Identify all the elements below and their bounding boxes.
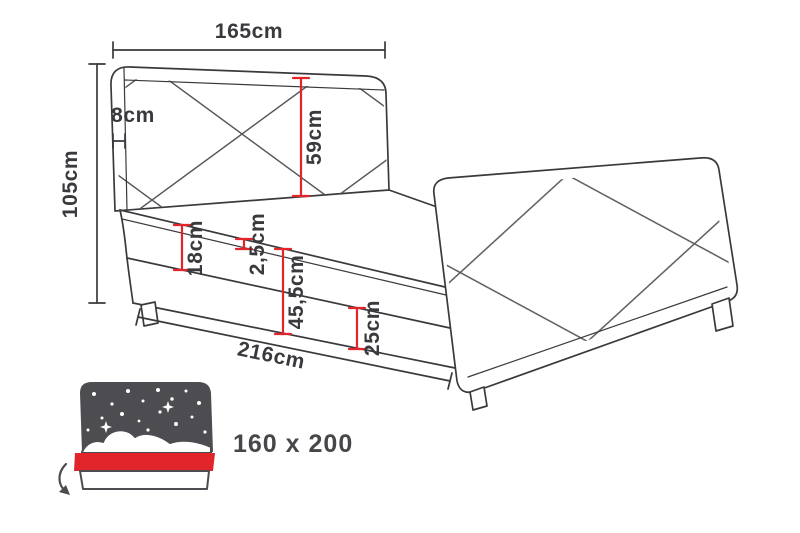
headboard — [110, 66, 390, 212]
footboard-bottom-rail — [467, 286, 728, 378]
dimension-length-tick-right — [447, 372, 453, 390]
dim-length-label: 216cm — [235, 337, 307, 373]
dimension-width — [112, 41, 386, 59]
dim-topper-label: 2,5cm — [246, 213, 269, 276]
black-dimensions — [88, 41, 453, 390]
footboard-right-leg — [711, 297, 734, 332]
dim-base-label: 25cm — [361, 300, 384, 356]
dimension-headboard-panel — [291, 76, 311, 198]
bed-size-label: 160 x 200 — [233, 430, 353, 458]
headboard-frame-top-line — [124, 79, 385, 91]
footboard-left-leg — [469, 386, 488, 411]
icon-star-field — [86, 388, 207, 434]
dimension-topper — [234, 237, 254, 251]
left-leg — [140, 301, 159, 327]
red-dimensions — [172, 76, 367, 351]
dim-side-total-label: 45,5cm — [285, 255, 308, 330]
icon-mattress-red — [74, 453, 215, 471]
dimension-frame — [112, 133, 126, 149]
dimension-length-tick-left — [135, 308, 141, 326]
mattress-back-edge — [388, 189, 438, 208]
sparkle-icon — [100, 421, 112, 433]
base-bottom-edge — [132, 302, 456, 369]
mattress-left-cap — [119, 209, 134, 304]
dimension-base — [347, 306, 367, 351]
size-icon: 160 x 200 — [58, 382, 353, 495]
dimension-length — [135, 308, 453, 390]
lift-arrow-head-icon — [59, 485, 70, 495]
dimension-mattress — [172, 223, 192, 272]
sparkle-icon — [162, 401, 174, 413]
headboard-quilt-pattern — [116, 79, 388, 210]
icon-duvet — [81, 429, 212, 454]
dimension-height — [88, 63, 106, 304]
icon-base — [79, 470, 210, 490]
footboard — [432, 156, 739, 411]
dim-height-label: 105cm — [59, 150, 82, 218]
dim-frame-label: 8cm — [111, 104, 155, 127]
dimension-side-total — [273, 247, 293, 336]
dimension-length-line — [137, 316, 451, 382]
dim-mattress-label: 18cm — [184, 220, 207, 276]
dim-headboard-panel-label: 59cm — [303, 109, 326, 165]
dim-width-label: 165cm — [215, 20, 283, 43]
